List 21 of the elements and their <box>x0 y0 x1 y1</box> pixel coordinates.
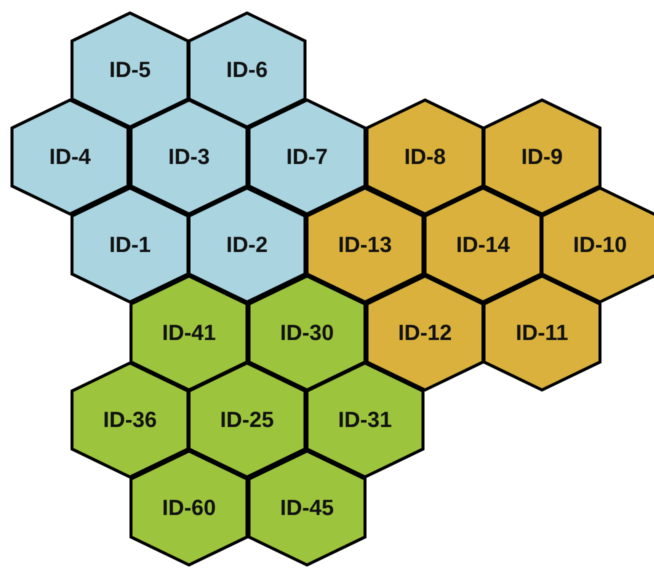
hexagon-tile: ID-30 <box>247 274 367 392</box>
hexagon-tile: ID-7 <box>247 98 367 216</box>
hexagon-tile: ID-11 <box>482 274 602 392</box>
hexagon-tile: ID-31 <box>305 361 425 479</box>
hexagon-tile: ID-13 <box>305 186 425 304</box>
hexagon-tile: ID-5 <box>70 11 190 129</box>
hexagon-tile: ID-3 <box>129 98 249 216</box>
hexagon-tile: ID-1 <box>70 186 190 304</box>
hexagon-tile: ID-25 <box>187 361 307 479</box>
hexagon-tile: ID-10 <box>540 186 654 304</box>
hexagon-tile: ID-12 <box>365 274 485 392</box>
hexagon-tile: ID-2 <box>187 186 307 304</box>
hexagon-tile: ID-6 <box>187 11 307 129</box>
hexagon-tile: ID-41 <box>129 274 249 392</box>
hexagon-tile: ID-14 <box>423 186 543 304</box>
hexagon-tile: ID-4 <box>10 98 130 216</box>
hexagon-tile: ID-60 <box>129 449 249 567</box>
hexagon-tile: ID-9 <box>482 98 602 216</box>
hexagon-tile: ID-36 <box>70 361 190 479</box>
hexagon-tile: ID-45 <box>247 449 367 567</box>
hexagon-tile: ID-8 <box>365 98 485 216</box>
